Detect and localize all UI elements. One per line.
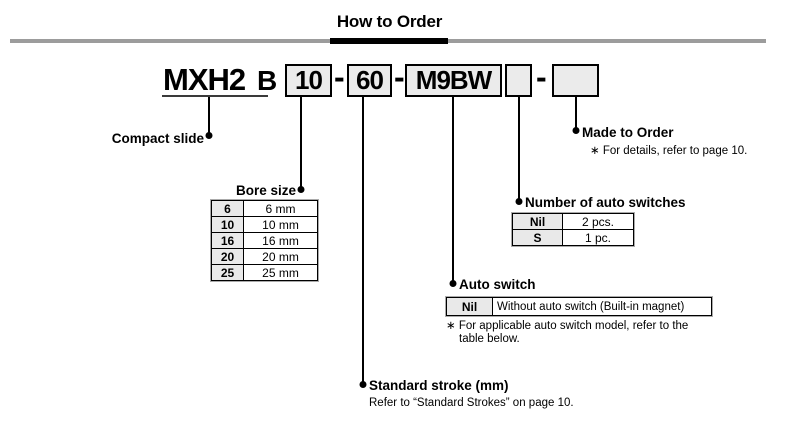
- bore-value: 10 mm: [243, 216, 318, 233]
- bore-value: 6 mm: [243, 200, 318, 217]
- leader-line-standard-stroke: [362, 97, 364, 385]
- bore-code: 25: [211, 264, 244, 281]
- table-row: 6 6 mm: [211, 200, 318, 217]
- table-row: Nil Without auto switch (Built-in magnet…: [446, 297, 712, 316]
- dash-separator: -: [394, 59, 405, 95]
- header-rule-accent: [330, 38, 448, 44]
- standard-stroke-label: Standard stroke (mm): [369, 378, 509, 393]
- auto-switch-note-line1: ∗ For applicable auto switch model, refe…: [446, 320, 689, 332]
- leader-line-compact-slide: [208, 97, 210, 136]
- auto-switch-table: Nil Without auto switch (Built-in magnet…: [446, 297, 712, 316]
- leader-line-made-to-order: [575, 97, 577, 131]
- bore-value: 16 mm: [243, 232, 318, 249]
- auto-switch-qty-label: Number of auto switches: [525, 195, 686, 210]
- qty-code: S: [512, 229, 563, 246]
- auto-switch-qty-table: Nil 2 pcs. S 1 pc.: [512, 213, 634, 246]
- table-row: 25 25 mm: [211, 264, 318, 281]
- bore-value: 25 mm: [243, 264, 318, 281]
- bore-value: 20 mm: [243, 248, 318, 265]
- leader-line-bore-size: [300, 97, 302, 190]
- bore-code: 16: [211, 232, 244, 249]
- bore-code: 10: [211, 216, 244, 233]
- bore-size-label: Bore size: [235, 183, 296, 198]
- auto-switch-code: Nil: [446, 297, 493, 316]
- qty-value: 2 pcs.: [562, 213, 634, 230]
- bore-size-table: 6 6 mm 10 10 mm 16 16 mm 20 20 mm 25 25 …: [211, 200, 318, 281]
- standard-stroke-note: Refer to “Standard Strokes” on page 10.: [369, 397, 574, 409]
- part-number-bore-box: 10: [285, 64, 332, 97]
- table-row: 16 16 mm: [211, 232, 318, 249]
- compact-slide-label: Compact slide: [111, 131, 204, 146]
- series-underline: [162, 95, 268, 97]
- table-row: S 1 pc.: [512, 229, 634, 246]
- part-number-qty-box: [505, 64, 532, 97]
- table-row: 10 10 mm: [211, 216, 318, 233]
- dash-separator: -: [536, 59, 547, 95]
- table-row: 20 20 mm: [211, 248, 318, 265]
- dash-separator: -: [334, 59, 345, 95]
- part-number-stroke-box: 60: [347, 64, 392, 97]
- table-row: Nil 2 pcs.: [512, 213, 634, 230]
- auto-switch-label: Auto switch: [459, 277, 536, 292]
- made-to-order-label: Made to Order: [582, 125, 674, 140]
- part-number-mounting: B: [257, 65, 278, 96]
- part-number-auto-switch-box: M9BW: [405, 64, 502, 97]
- qty-value: 1 pc.: [562, 229, 634, 246]
- page-title: How to Order: [336, 12, 443, 31]
- leader-line-auto-switch-qty: [518, 97, 520, 202]
- bore-code: 20: [211, 248, 244, 265]
- qty-code: Nil: [512, 213, 563, 230]
- leader-line-auto-switch: [452, 97, 454, 284]
- part-number-made-to-order-box: [552, 64, 599, 97]
- auto-switch-value: Without auto switch (Built-in magnet): [492, 297, 712, 316]
- bore-code: 6: [211, 200, 244, 217]
- auto-switch-note-line2: table below.: [459, 333, 520, 345]
- auto-switch-note: ∗ For applicable auto switch model, refe…: [446, 320, 726, 346]
- made-to-order-note: ∗ For details, refer to page 10.: [590, 145, 748, 157]
- part-number-series: MXH2: [163, 62, 246, 97]
